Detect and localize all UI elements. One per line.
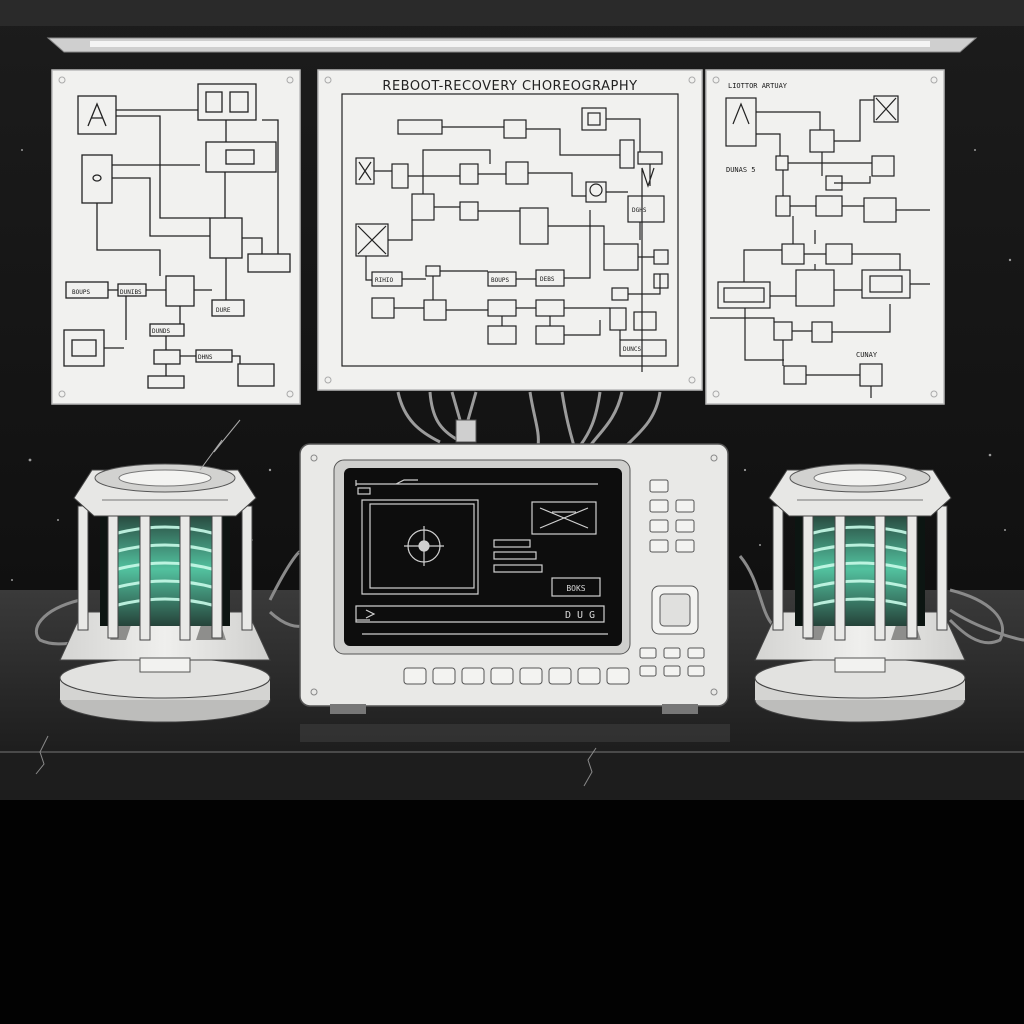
hanging-cables (396, 391, 662, 448)
ceiling (0, 0, 1024, 26)
right-schematic-panel: LIOTTOR ARTUAY DUNAS 5 CUNAY (705, 69, 945, 405)
key-lower-6[interactable] (687, 665, 705, 677)
center-label-5: DUNCS (623, 346, 641, 353)
key-r2c1[interactable] (649, 499, 669, 513)
right-panel-title: LIOTTOR ARTUAY (728, 82, 788, 90)
key-r2c2[interactable] (675, 499, 695, 513)
screen-status: D U G (565, 610, 595, 621)
bottom-key-2[interactable] (432, 667, 456, 685)
key-lower-1[interactable] (639, 647, 657, 659)
bottom-key-5[interactable] (519, 667, 543, 685)
right-label-1: DUNAS 5 (726, 166, 756, 174)
center-schematic-panel: REBOOT-RECOVERY CHOREOGRAPHY (317, 69, 703, 391)
bottom-key-3[interactable] (461, 667, 485, 685)
center-label-2: BOUPS (491, 277, 509, 284)
bottom-key-6[interactable] (548, 667, 572, 685)
bottom-key-1[interactable] (403, 667, 427, 685)
center-label-4: DGHS (632, 207, 647, 214)
device-reflection (300, 724, 730, 742)
right-coil-glow (807, 512, 913, 626)
light-tube (90, 41, 930, 47)
left-schematic-panel: BOUPS DUNIBS DURE DUNDS DHNS (51, 69, 301, 405)
key-r4c1[interactable] (649, 539, 669, 553)
key-lower-3[interactable] (687, 647, 705, 659)
screen-tag: BOKS (566, 584, 585, 593)
left-label-5: DHNS (198, 354, 213, 361)
key-r3c2[interactable] (675, 519, 695, 533)
key-lower-2[interactable] (663, 647, 681, 659)
left-reactor-unit (59, 419, 271, 723)
left-label-1: BOUPS (72, 289, 90, 296)
right-label-2: CUNAY (856, 351, 878, 359)
shelf-edge (0, 752, 1024, 800)
bottom-key-8[interactable] (606, 667, 630, 685)
center-panel-title: REBOOT-RECOVERY CHOREOGRAPHY (382, 79, 637, 94)
key-lower-4[interactable] (639, 665, 657, 677)
right-reactor-unit (754, 463, 966, 723)
bottom-key-4[interactable] (490, 667, 514, 685)
key-r4c2[interactable] (675, 539, 695, 553)
floor-shadow (0, 800, 1024, 1024)
left-label-4: DUNDS (152, 328, 170, 335)
left-label-3: DURE (216, 307, 231, 314)
center-label-3: DEBS (540, 276, 555, 283)
left-label-2: DUNIBS (120, 289, 142, 296)
control-console: BOKS D U G (299, 443, 729, 714)
key-r3c1[interactable] (649, 519, 669, 533)
bottom-key-7[interactable] (577, 667, 601, 685)
key-lower-5[interactable] (663, 665, 681, 677)
cable-connector (455, 419, 477, 443)
center-label-1: RIHIO (375, 277, 393, 284)
shelf-cracks (35, 735, 597, 787)
key-r1c1[interactable] (649, 479, 669, 493)
left-coil-glow (112, 512, 218, 626)
